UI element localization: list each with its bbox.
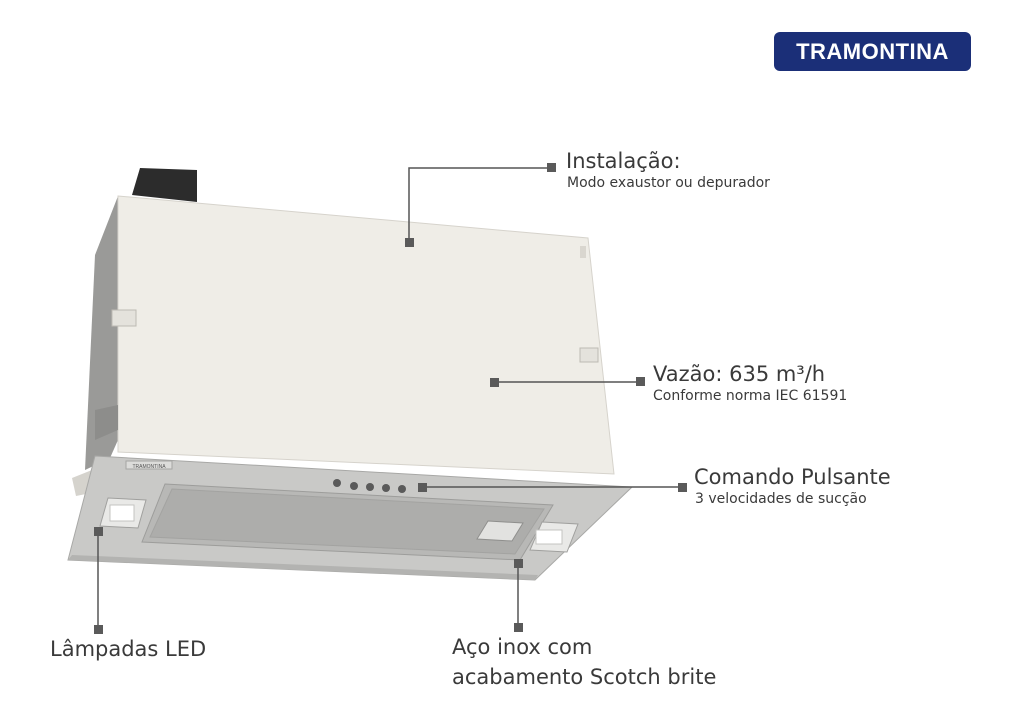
marker <box>678 483 687 492</box>
installation-title: Instalação: <box>566 149 681 173</box>
marker <box>94 527 103 536</box>
panel-front-edge <box>68 555 538 580</box>
control-subtitle: 3 velocidades de sucção <box>695 491 867 507</box>
panel-brand-text: TRAMONTINA <box>132 464 166 470</box>
push-button <box>398 485 406 493</box>
side-fitting <box>95 405 118 440</box>
airflow-title: Vazão: 635 m³/h <box>653 362 826 386</box>
grease-filter-mesh <box>149 488 545 555</box>
push-button <box>382 484 390 492</box>
marker <box>514 623 523 632</box>
body-clip <box>580 246 586 258</box>
marker <box>490 378 499 387</box>
marker <box>94 625 103 634</box>
led-lamp-left-light <box>109 504 135 522</box>
hood-body <box>117 195 615 475</box>
push-buttons <box>333 479 406 493</box>
duct-outlet <box>132 168 197 202</box>
marker <box>514 559 523 568</box>
control-title: Comando Pulsante <box>694 465 891 489</box>
installation-subtitle: Modo exaustor ou depurador <box>567 175 770 191</box>
push-button <box>350 482 358 490</box>
material-line1: Aço inox com <box>452 635 593 659</box>
hood-side-wall <box>85 196 118 470</box>
push-button <box>366 483 374 491</box>
marker <box>405 238 414 247</box>
leader-installation <box>408 167 552 242</box>
tramontina-logo: TRAMONTINA <box>774 32 971 71</box>
led-lamp-right-light <box>535 529 563 545</box>
callout-leaders <box>97 167 682 630</box>
body-clip <box>111 309 137 327</box>
marker <box>418 483 427 492</box>
material-line2: acabamento Scotch brite <box>452 665 717 689</box>
callout-markers <box>94 163 687 634</box>
airflow-subtitle: Conforme norma IEC 61591 <box>653 388 848 404</box>
filter-handle <box>476 520 524 542</box>
marker <box>636 377 645 386</box>
body-clip <box>579 347 599 363</box>
marker <box>547 163 556 172</box>
push-button <box>333 479 341 487</box>
panel-brand-plate <box>125 460 173 470</box>
lamps-title: Lâmpadas LED <box>50 637 207 661</box>
